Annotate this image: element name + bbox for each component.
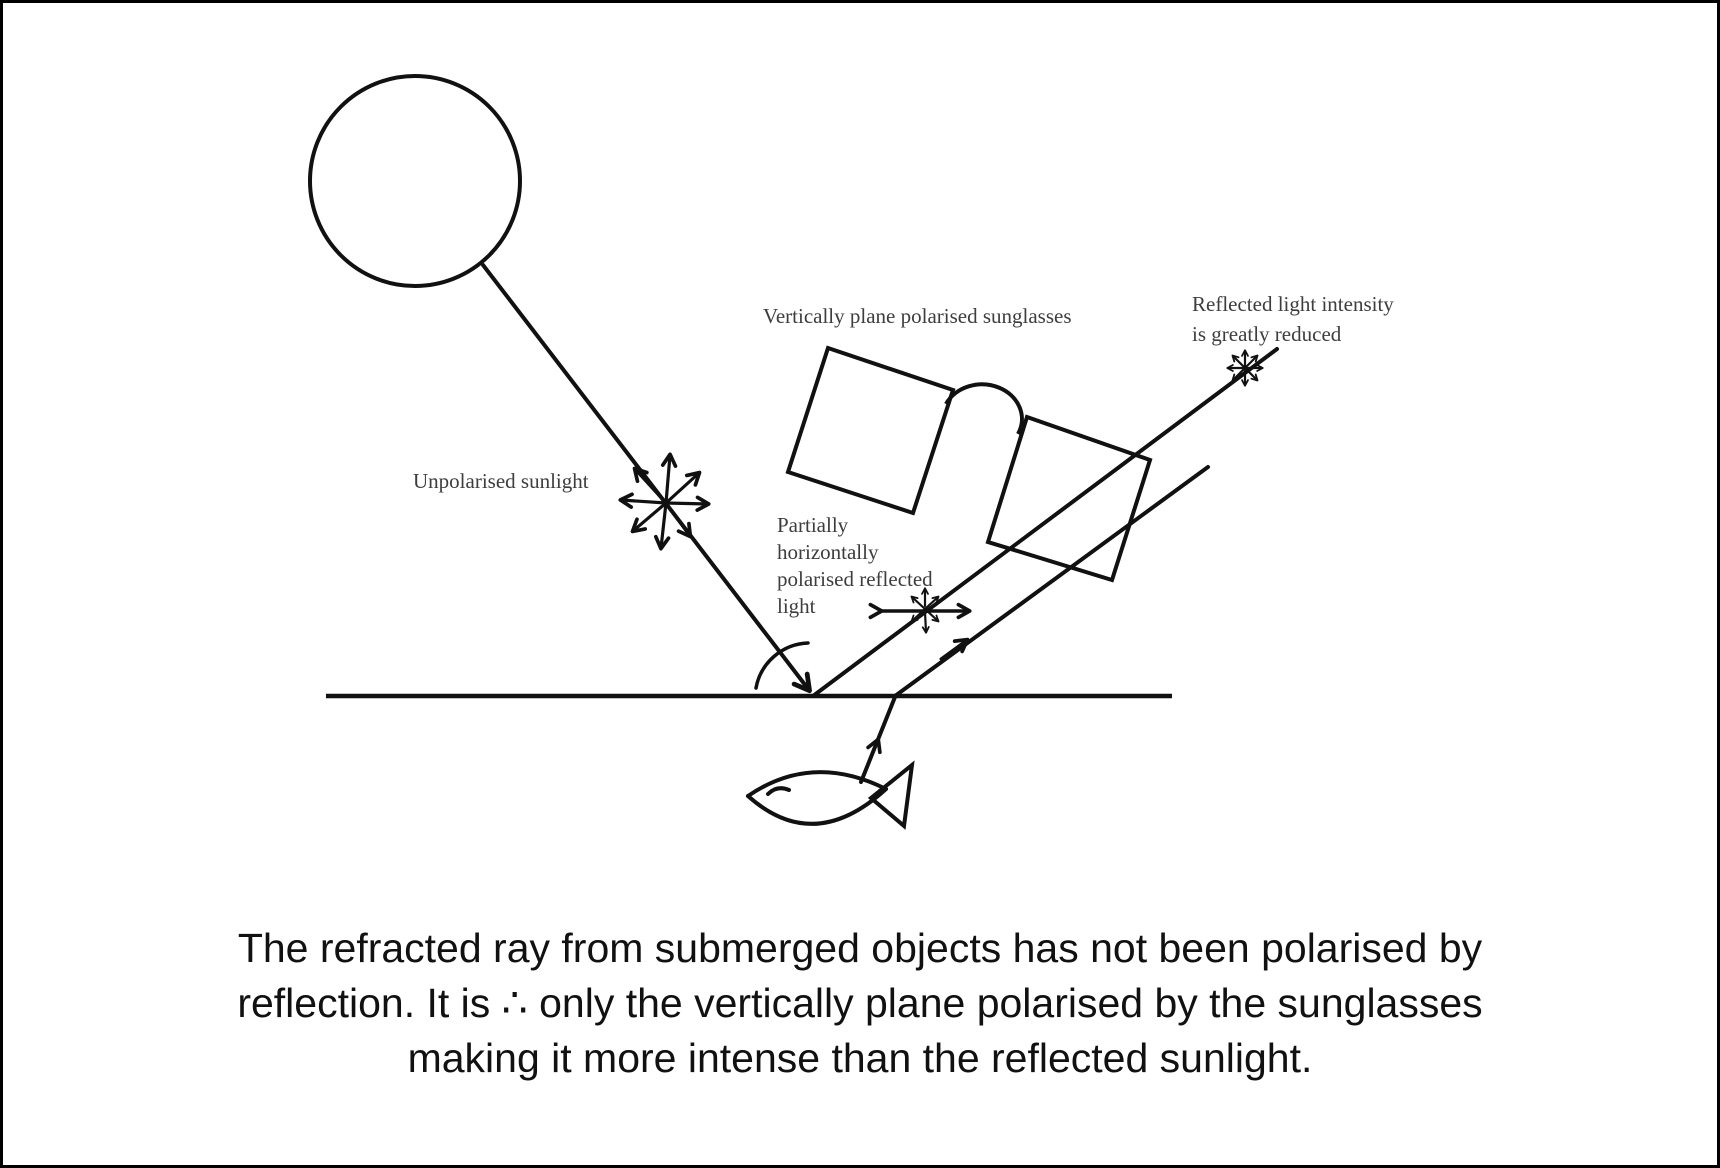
fish-eye <box>766 786 791 796</box>
partially-polarised-label: Partially horizontally polarised reflect… <box>777 513 933 618</box>
left-lens <box>785 345 956 516</box>
unpolarised-sunlight-label: Unpolarised sunlight <box>413 469 589 493</box>
fish-tail <box>867 760 915 830</box>
reflected-ray-line <box>811 347 1279 698</box>
unpolarised-starburst-icon <box>618 452 711 551</box>
fish-body-top <box>746 770 888 798</box>
reflected-intensity-label: Reflected light intensity is greatly red… <box>1192 292 1394 346</box>
sunglasses-bridge <box>944 382 1024 435</box>
sunglasses-lenses-icon <box>785 345 1153 583</box>
reduced-vertical-star-icon <box>910 587 940 634</box>
fish-body-bottom <box>746 787 888 826</box>
sun-icon <box>308 74 522 288</box>
refracted-ray-lines <box>859 465 1210 784</box>
incidence-angle-arc <box>754 641 810 690</box>
sunglasses-label: Vertically plane polarised sunglasses <box>763 304 1072 328</box>
caption-text: The refracted ray from submerged objects… <box>237 925 1483 1081</box>
fish-icon <box>746 760 915 830</box>
right-lens <box>985 414 1153 583</box>
horizontal-polarisation-arrow-icon <box>868 587 972 634</box>
reduced-intensity-starburst-icon <box>1226 349 1264 387</box>
